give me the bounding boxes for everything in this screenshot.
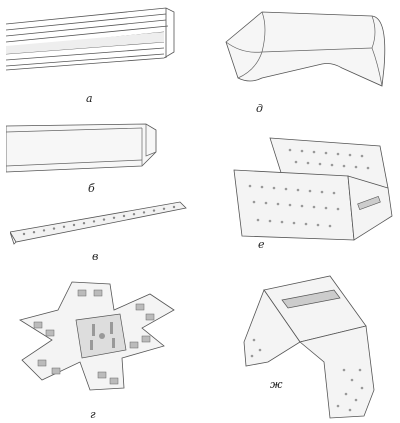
label-b: б bbox=[88, 182, 95, 195]
perforation-hole bbox=[32, 231, 36, 234]
label-g: г bbox=[90, 408, 96, 421]
perforation-hole bbox=[142, 211, 146, 214]
perforation-hole bbox=[122, 214, 126, 218]
stacked-profile-strips-icon bbox=[6, 2, 176, 82]
perforation-hole bbox=[72, 223, 76, 227]
perforated-channel-bracket-icon bbox=[230, 136, 398, 248]
label-e: е bbox=[258, 238, 265, 251]
label-v: в bbox=[92, 250, 99, 263]
u-channel-profile-icon bbox=[6, 122, 162, 174]
perforation-hole bbox=[132, 213, 136, 216]
perforation-hole bbox=[152, 209, 156, 212]
perforation-hole bbox=[112, 216, 116, 219]
perforation-hole bbox=[92, 220, 96, 223]
label-zh: ж bbox=[270, 378, 283, 391]
cross-connector-plate-icon bbox=[18, 280, 178, 392]
perforation-hole bbox=[42, 229, 46, 232]
label-d: д bbox=[256, 102, 263, 115]
perforation-hole bbox=[22, 232, 26, 236]
perforation-hole bbox=[162, 207, 166, 210]
perforation-hole bbox=[102, 218, 106, 221]
curved-saddle-profile-icon bbox=[222, 8, 392, 98]
u-hanger-bracket-icon bbox=[234, 270, 384, 420]
perforation-hole bbox=[52, 227, 56, 230]
perforated-angle-profile-icon bbox=[10, 196, 188, 248]
label-a: а bbox=[86, 92, 93, 105]
perforation-hole bbox=[62, 225, 66, 228]
perforation-hole bbox=[172, 205, 176, 209]
perforation-hole bbox=[82, 222, 86, 225]
